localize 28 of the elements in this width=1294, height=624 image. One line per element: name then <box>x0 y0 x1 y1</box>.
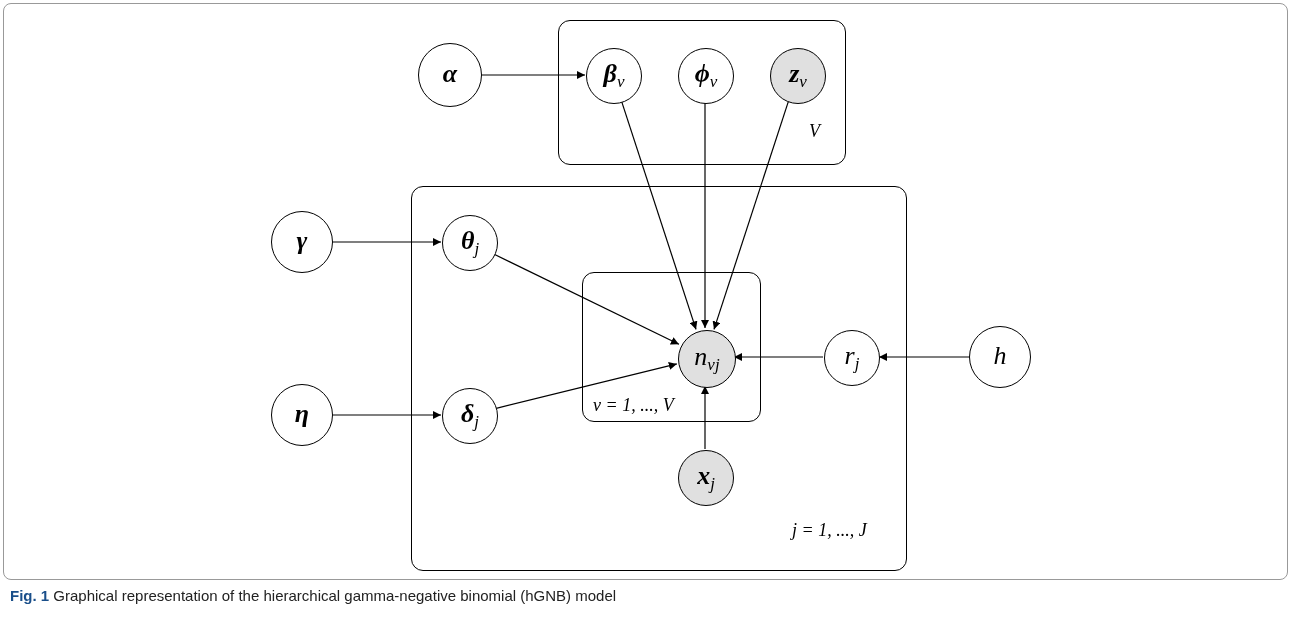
observed-variable-circle: z$_{v}$ <box>770 48 826 104</box>
plate-label: j = 1, ..., J <box>792 520 867 541</box>
variable-circle: α <box>418 43 482 107</box>
variable-circle: ϕ$_{v}$ <box>678 48 734 104</box>
plate-label: V <box>809 121 820 142</box>
arrow <box>878 353 970 361</box>
observed-variable-circle: x$_{j}$ <box>678 450 734 506</box>
variable-circle: θ$_{j}$ <box>442 215 498 271</box>
plate-box <box>582 272 761 422</box>
plate-label: v = 1, ..., V <box>593 395 674 416</box>
variable-circle: h <box>969 326 1031 388</box>
arrow <box>701 102 709 329</box>
variable-circle: r$_{j}$ <box>824 330 880 386</box>
variable-circle: δ$_{j}$ <box>442 388 498 444</box>
variable-circle: β$_{v}$ <box>586 48 642 104</box>
arrow <box>493 253 680 345</box>
arrow <box>332 238 442 246</box>
variable-circle: γ <box>271 211 333 273</box>
arrow <box>621 101 698 331</box>
plate-box <box>558 20 846 165</box>
figure-caption: Fig. 1 Graphical representation of the hierarchical gamma-negative binomial (hGNB) model <box>10 587 617 604</box>
observed-variable-circle: n$_{vj}$ <box>678 330 736 388</box>
plate-box <box>411 186 907 571</box>
arrow <box>712 101 789 331</box>
arrow <box>332 411 442 419</box>
variable-circle: η <box>271 384 333 446</box>
arrow <box>495 361 678 409</box>
arrow <box>481 71 586 79</box>
